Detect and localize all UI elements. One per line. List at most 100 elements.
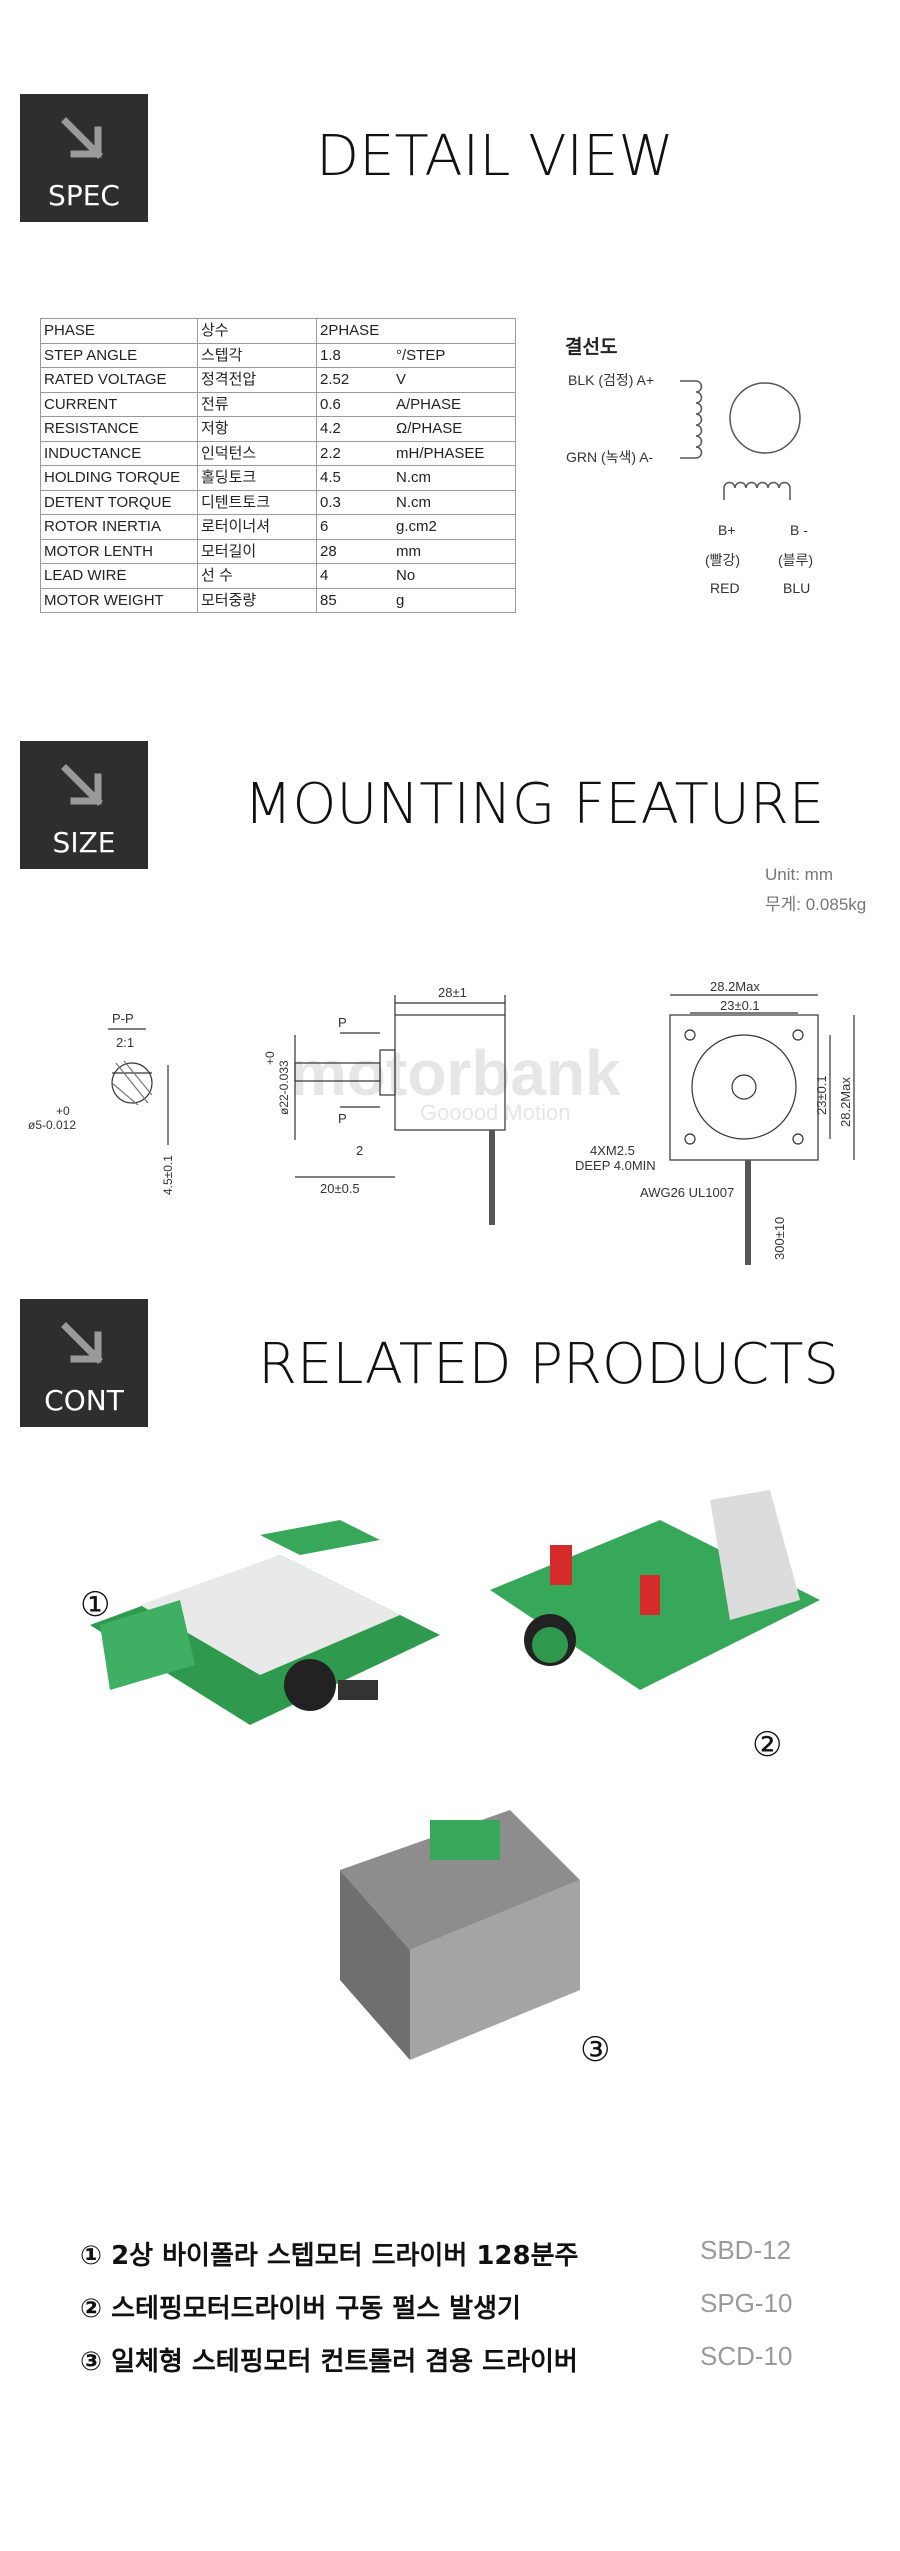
boss-dim: ø22-0.033 bbox=[277, 1060, 291, 1115]
product-code: SCD-10 bbox=[700, 2341, 793, 2371]
wire-b-minus-label: B - bbox=[790, 522, 808, 538]
table-cell: 로터이너셔 bbox=[197, 514, 317, 540]
wire-a-minus-label: GRN (녹색) A- bbox=[566, 449, 654, 465]
badge-label: SPEC bbox=[48, 179, 120, 212]
table-cell: Ω/PHASE bbox=[393, 416, 516, 442]
table-cell: RATED VOLTAGE bbox=[40, 367, 198, 393]
product-name: ① 2상 바이폴라 스텝모터 드라이버 128분주 bbox=[80, 2241, 579, 2271]
table-cell: STEP ANGLE bbox=[40, 342, 198, 368]
flat-dim: 4.5±0.1 bbox=[161, 1155, 175, 1195]
table-cell: DETENT TORQUE bbox=[40, 489, 198, 515]
table-cell: g.cm2 bbox=[393, 514, 516, 540]
table-cell bbox=[393, 318, 516, 344]
table-cell: ROTOR INERTIA bbox=[40, 514, 198, 540]
wire-len: 300±10 bbox=[772, 1217, 787, 1260]
product-code: SPG-10 bbox=[700, 2288, 793, 2318]
table-cell: LEAD WIRE bbox=[40, 563, 198, 589]
wire-b-plus-color: RED bbox=[710, 580, 740, 596]
table-cell: 상수 bbox=[197, 318, 317, 344]
wire-note: AWG26 UL1007 bbox=[640, 1185, 734, 1200]
wire-b-plus-label: B+ bbox=[718, 522, 736, 538]
table-cell: 디텐트토크 bbox=[197, 489, 317, 515]
wiring-diagram bbox=[680, 380, 801, 500]
table-cell: mH/PHASEE bbox=[393, 440, 516, 466]
table-cell: 전류 bbox=[197, 391, 317, 417]
table-cell: 1.8 bbox=[316, 342, 393, 368]
table-cell: RESISTANCE bbox=[40, 416, 198, 442]
section-label: P-P bbox=[112, 1011, 134, 1026]
p-label-bottom: P bbox=[338, 1111, 347, 1126]
badge-label: SIZE bbox=[52, 826, 116, 859]
table-cell: 선 수 bbox=[197, 563, 317, 589]
mounting-drawing: motorbank Gooood Motion P-P 2:1 +0 ø5-0.… bbox=[28, 979, 855, 1265]
table-cell: No bbox=[393, 563, 516, 589]
shaft-len: 20±0.5 bbox=[320, 1181, 360, 1196]
table-cell: 4.5 bbox=[316, 465, 393, 491]
size-badge: SIZE bbox=[20, 741, 148, 869]
product-marker-2: ② bbox=[752, 1725, 783, 1765]
length-dim: 28±1 bbox=[438, 985, 467, 1000]
hole-note-2: DEEP 4.0MIN bbox=[575, 1158, 656, 1173]
product-marker-3: ③ bbox=[580, 2030, 611, 2070]
table-cell: 홀딩토크 bbox=[197, 465, 317, 491]
hole-note-1: 4XM2.5 bbox=[590, 1143, 635, 1158]
section-title-cont: RELATED PRODUCTS bbox=[258, 1332, 839, 1397]
spec-badge: SPEC bbox=[20, 94, 148, 222]
height-dim: 28.2Max bbox=[838, 1077, 853, 1127]
table-cell: V bbox=[393, 367, 516, 393]
boss-tol-top: +0 bbox=[263, 1051, 277, 1065]
table-cell: A/PHASE bbox=[393, 391, 516, 417]
table-cell: 모터길이 bbox=[197, 538, 317, 564]
section-title-spec: DETAIL VIEW bbox=[316, 124, 674, 189]
table-cell: 저항 bbox=[197, 416, 317, 442]
product-name: ② 스테핑모터드라이버 구동 펄스 발생기 bbox=[80, 2294, 521, 2324]
cont-badge: CONT bbox=[20, 1299, 148, 1427]
product-name: ③ 일체형 스테핑모터 컨트롤러 겸용 드라이버 bbox=[80, 2347, 578, 2377]
boss-height: 2 bbox=[356, 1143, 363, 1158]
table-cell: 4 bbox=[316, 563, 393, 589]
table-cell: 2.2 bbox=[316, 440, 393, 466]
watermark-sub: Gooood Motion bbox=[420, 1100, 570, 1125]
table-cell: 모터중량 bbox=[197, 587, 317, 613]
badge-label: CONT bbox=[44, 1384, 124, 1417]
table-cell: 0.6 bbox=[316, 391, 393, 417]
wire-b-minus-color: BLU bbox=[783, 580, 811, 596]
table-cell: INDUCTANCE bbox=[40, 440, 198, 466]
wire-b-minus-kr: (블루) bbox=[778, 552, 814, 568]
shaft-tol: ø5-0.012 bbox=[28, 1118, 76, 1132]
width-dim: 28.2Max bbox=[710, 979, 760, 994]
section-title-size: MOUNTING FEATURE bbox=[244, 772, 825, 837]
wire-b-plus-kr: (빨강) bbox=[705, 552, 741, 568]
hole-span: 23±0.1 bbox=[720, 998, 760, 1013]
table-cell: N.cm bbox=[393, 489, 516, 515]
product-image-sbd-12 bbox=[90, 1520, 440, 1725]
arrow-down-right-icon bbox=[61, 1322, 103, 1364]
hole-span-v: 23±0.1 bbox=[814, 1075, 829, 1115]
product-marker-1: ① bbox=[80, 1585, 111, 1625]
table-cell: HOLDING TORQUE bbox=[40, 465, 198, 491]
table-cell: MOTOR WEIGHT bbox=[40, 587, 198, 613]
table-cell: 인덕턴스 bbox=[197, 440, 317, 466]
table-cell: 6 bbox=[316, 514, 393, 540]
wire-a-plus-label: BLK (검정) A+ bbox=[568, 372, 655, 388]
shaft-tol-top: +0 bbox=[56, 1104, 70, 1118]
table-cell: 0.3 bbox=[316, 489, 393, 515]
product-image-spg-10 bbox=[490, 1490, 820, 1690]
watermark: motorbank bbox=[290, 1037, 621, 1109]
table-cell: CURRENT bbox=[40, 391, 198, 417]
unit-label: Unit: mm bbox=[765, 865, 833, 884]
weight-label: 무게: 0.085kg bbox=[765, 895, 867, 914]
table-cell: 28 bbox=[316, 538, 393, 564]
table-cell: 85 bbox=[316, 587, 393, 613]
table-cell: PHASE bbox=[40, 318, 198, 344]
